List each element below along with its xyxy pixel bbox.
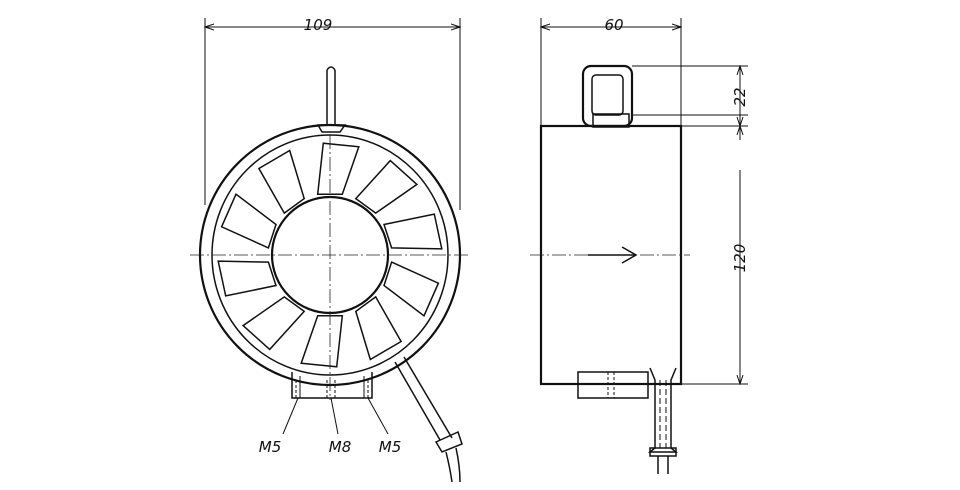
fan-blade	[257, 149, 306, 215]
airflow-arrow	[588, 246, 638, 264]
depth-dimension-label: 60	[604, 16, 623, 34]
front-view: 109 M5	[190, 16, 470, 483]
fan-blade	[383, 213, 443, 250]
fan-blade	[300, 315, 344, 368]
fan-blade	[220, 193, 277, 249]
depth-dimension: 60	[541, 16, 681, 125]
width-dimension-label: 109	[304, 16, 333, 34]
fan-blades	[217, 142, 443, 368]
fan-blade	[316, 142, 360, 195]
fan-blade	[354, 295, 403, 361]
fan-blade	[241, 295, 306, 351]
thread-label-center: M8	[329, 438, 352, 456]
top-handle	[581, 64, 634, 128]
thread-label-left: M5	[259, 438, 282, 456]
top-mount-bracket	[316, 66, 347, 133]
thread-label-right: M5	[379, 438, 402, 456]
power-cable-side	[647, 367, 679, 474]
body-height-dimension: 120	[681, 126, 749, 384]
handle-height-label: 22	[731, 87, 749, 106]
width-dimension: 109	[205, 16, 460, 210]
fan-blade	[383, 261, 440, 317]
power-cable-front	[394, 356, 463, 483]
bottom-mount-block	[291, 372, 373, 399]
handle-height-dimension: 22	[629, 66, 749, 126]
bottom-mount-side	[577, 371, 649, 399]
fan-blade	[217, 260, 277, 297]
fan-blade	[354, 159, 419, 215]
side-view: 60 22 120	[530, 16, 749, 474]
body-height-label: 120	[731, 244, 749, 273]
